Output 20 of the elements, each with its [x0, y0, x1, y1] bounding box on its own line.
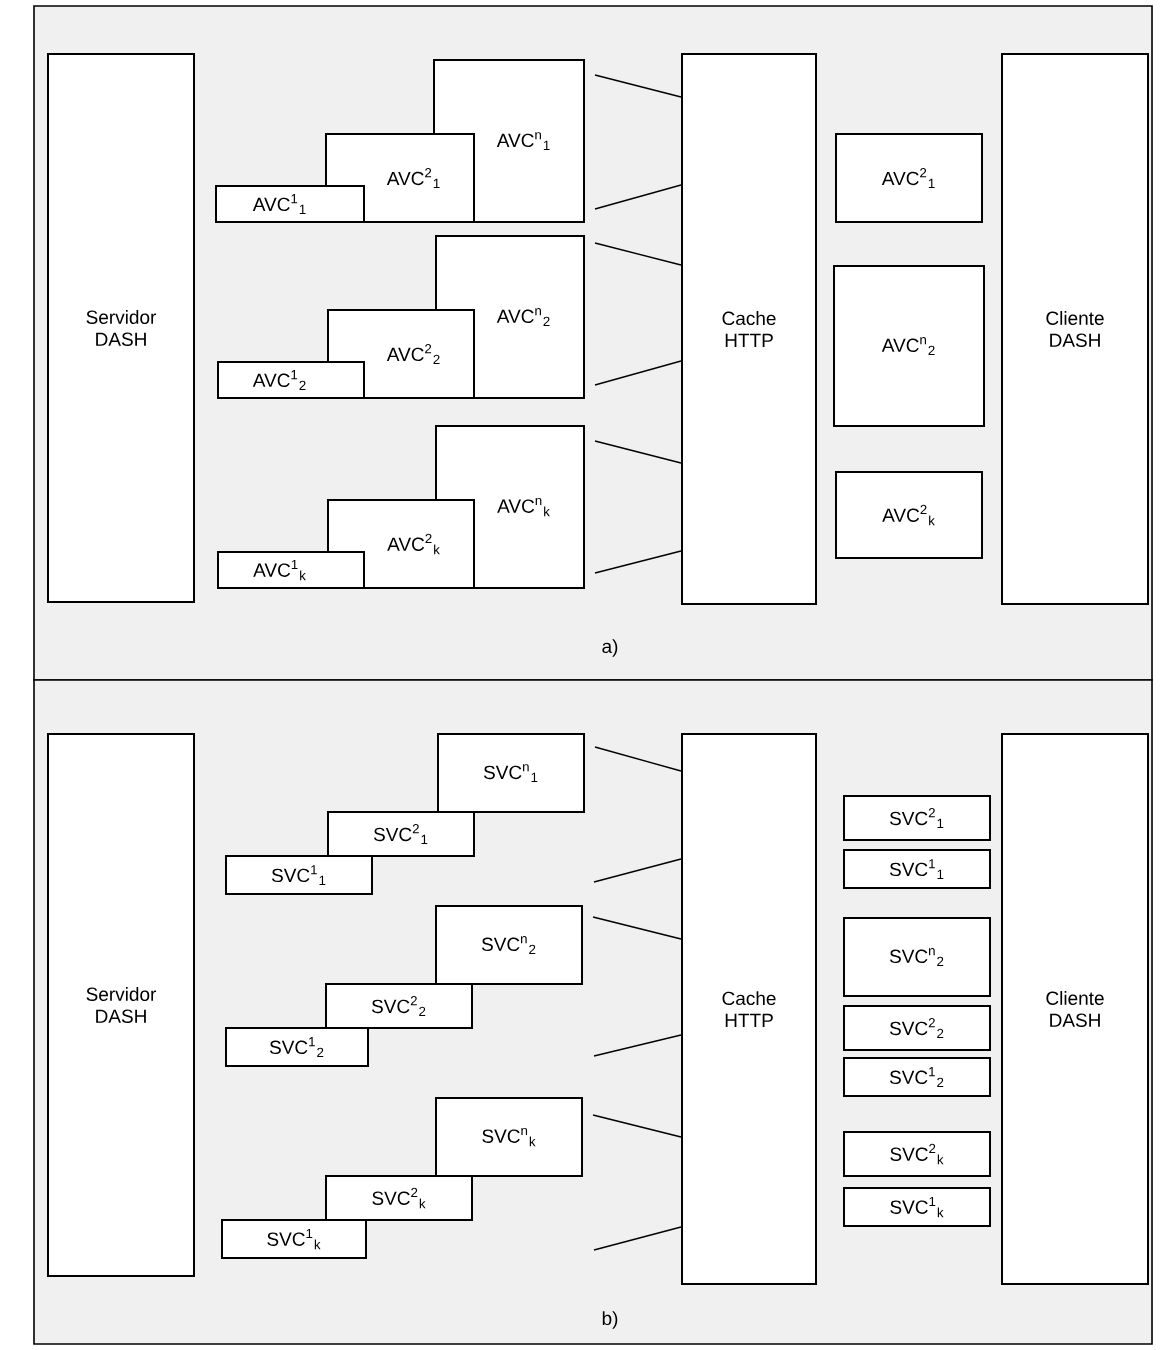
- connector-line: [594, 550, 682, 574]
- connector-line: [594, 242, 682, 266]
- connector-line: [592, 1114, 682, 1138]
- server-box: Servidor DASH: [47, 53, 195, 603]
- connector-line: [594, 184, 682, 210]
- connector-line: [594, 360, 682, 386]
- connector-line: [593, 1226, 682, 1251]
- client-box: Cliente DASH: [1001, 733, 1149, 1285]
- connector-line: [592, 916, 682, 940]
- client-box: Cliente DASH: [1001, 53, 1149, 605]
- connector-line: [594, 74, 682, 98]
- server-box: Servidor DASH: [47, 733, 195, 1277]
- cache-box: Cache HTTP: [681, 733, 817, 1285]
- cache-box: Cache HTTP: [681, 53, 817, 605]
- connector-line: [594, 440, 682, 464]
- connector-line: [593, 1034, 682, 1057]
- panel-label: a): [602, 639, 618, 657]
- connector-line: [594, 746, 682, 772]
- connector-line: [593, 858, 682, 883]
- panel-label: b): [602, 1311, 618, 1329]
